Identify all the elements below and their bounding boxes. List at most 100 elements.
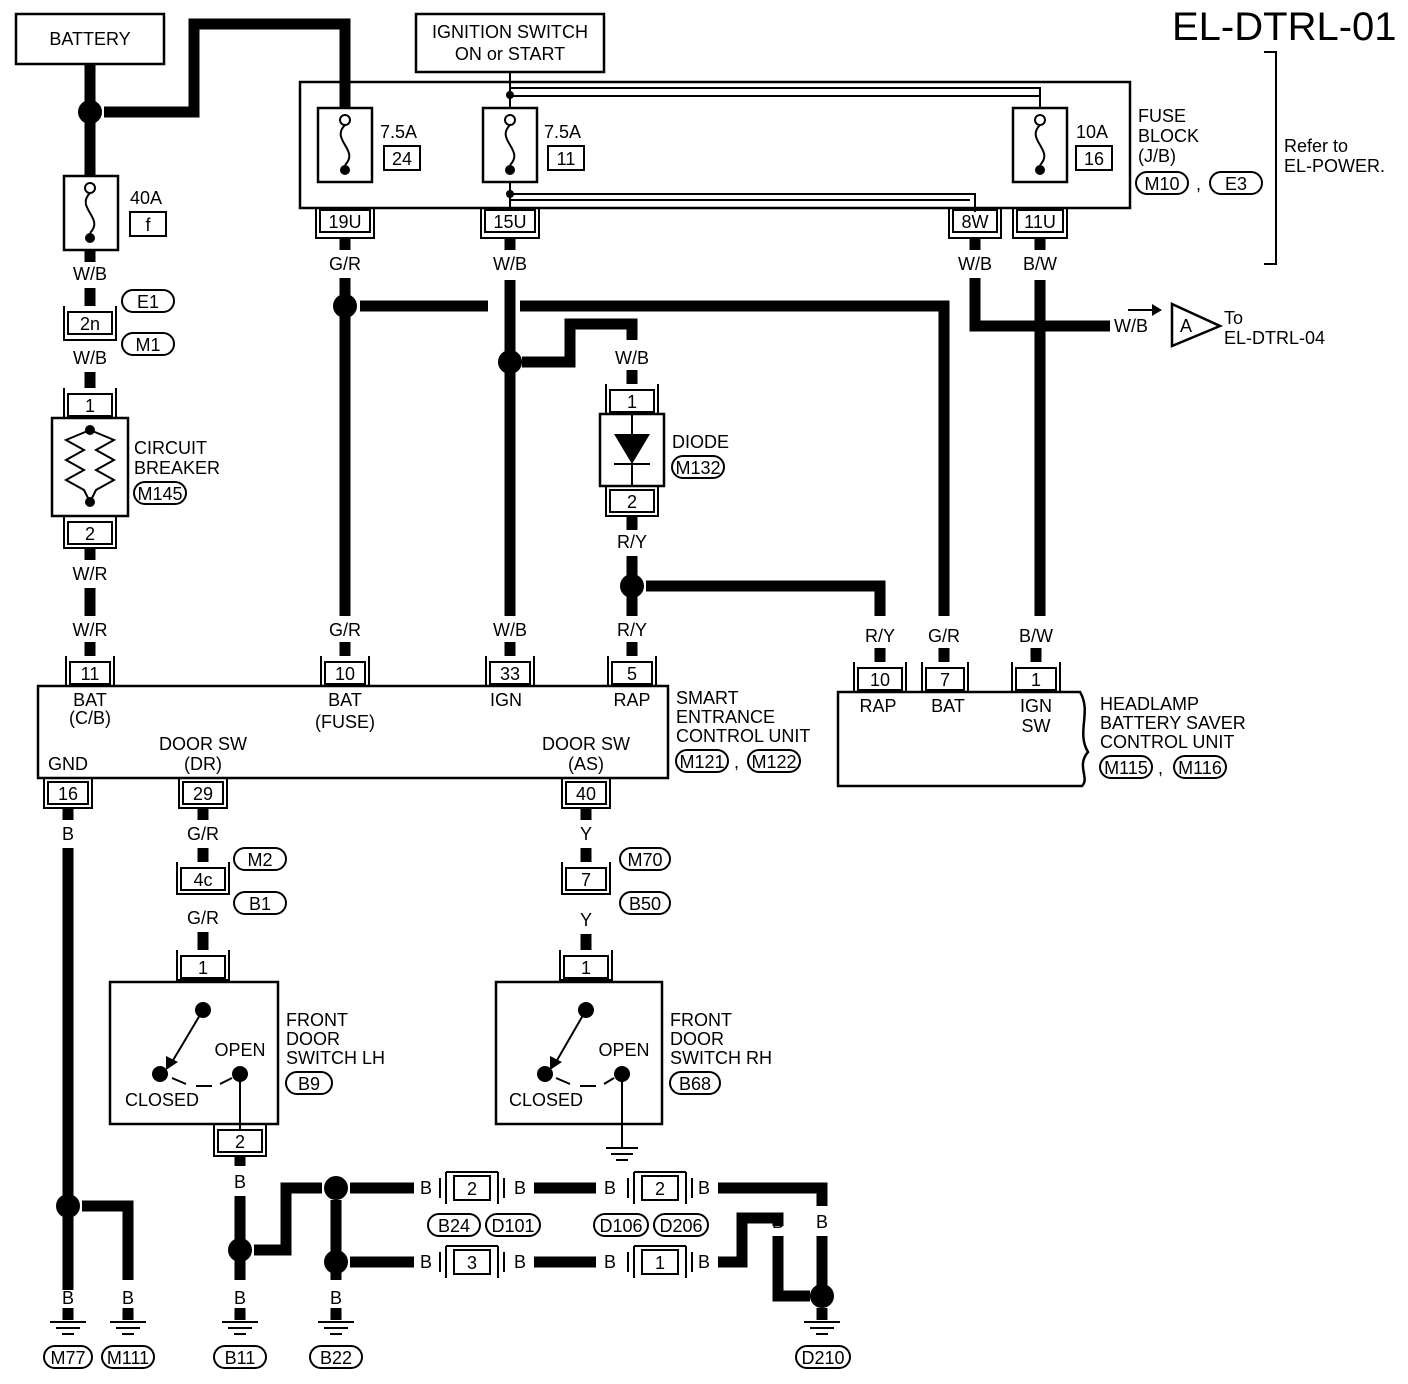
- wire-ry-headlamp: [646, 580, 886, 616]
- battery-label: BATTERY: [49, 29, 130, 49]
- wire-label-bw-1: B/W: [1023, 254, 1057, 274]
- ref-m1: M1: [135, 335, 160, 355]
- front-door-switch-lh: [108, 980, 280, 1126]
- switch-rh-name-1: FRONT: [670, 1010, 732, 1030]
- ref-m121: M121: [679, 752, 724, 772]
- switch-rh-open: OPEN: [598, 1040, 649, 1060]
- fuse-24-amp: 7.5A: [380, 122, 417, 142]
- wire-label-b-gnd: B: [62, 824, 74, 844]
- ref-b68: B68: [679, 1074, 711, 1094]
- svg-text:B: B: [816, 1212, 828, 1232]
- conn-b24-3: 3: [467, 1253, 477, 1273]
- cb-name-1: CIRCUIT: [134, 438, 207, 458]
- ground-b11: B11: [225, 1348, 256, 1368]
- secu-bat-cb: BAT: [73, 690, 107, 710]
- secu-pins-top: 11 10 33 5: [65, 656, 657, 687]
- headlamp-box: [836, 690, 1090, 788]
- svg-text:B: B: [698, 1252, 710, 1272]
- cb-name-2: BREAKER: [134, 458, 220, 478]
- fuse-16-num: 16: [1084, 149, 1104, 169]
- ref-b9: B9: [298, 1074, 320, 1094]
- ref-e1: E1: [137, 292, 159, 312]
- svg-text:11: 11: [81, 664, 100, 684]
- svg-text:B: B: [62, 1288, 74, 1308]
- secu-name-3: CONTROL UNIT: [676, 726, 810, 746]
- svg-text:10: 10: [870, 670, 890, 690]
- secu-bat-fuse: BAT: [328, 690, 362, 710]
- terminal-19u: 19U: [328, 212, 361, 232]
- wire-label-gr-1: G/R: [329, 254, 361, 274]
- fuse-block-ref-m10: M10: [1144, 174, 1179, 194]
- svg-text:B: B: [234, 1172, 246, 1192]
- ground-symbols: [50, 1321, 840, 1335]
- svg-text:B: B: [420, 1252, 432, 1272]
- ref-m115: M115: [1104, 758, 1148, 778]
- diode-pin-1: 1: [627, 392, 637, 412]
- ref-b24: B24: [438, 1216, 470, 1236]
- ref-d101: D101: [491, 1216, 534, 1236]
- secu-box: [36, 684, 670, 780]
- secu-pins-bottom: 16 29 40: [43, 778, 611, 809]
- svg-text:B: B: [234, 1288, 246, 1308]
- secu-ign: IGN: [490, 690, 522, 710]
- headlamp-rap: RAP: [859, 696, 896, 716]
- wire-label-wr-2: W/R: [73, 620, 108, 640]
- conn-d106-2: 2: [655, 1179, 665, 1199]
- wire-label-ry-3: R/Y: [865, 626, 895, 646]
- switch-lh-name-1: FRONT: [286, 1010, 348, 1030]
- wire-label-ry-1: R/Y: [617, 532, 647, 552]
- ground-d210: D210: [801, 1348, 844, 1368]
- connector-4c: 4c: [193, 870, 212, 890]
- secu-door-as: DOOR SW: [542, 734, 630, 754]
- ref-m145: M145: [137, 484, 182, 504]
- fuse-block-name-3: (J/B): [1138, 146, 1176, 166]
- ign-bus-top: [510, 87, 1041, 108]
- diode-name: DIODE: [672, 432, 729, 452]
- link-to: To: [1224, 308, 1243, 328]
- refer-to: Refer to: [1284, 136, 1348, 156]
- wire-label-wr-1: W/R: [73, 564, 108, 584]
- fuse-block-sep: ,: [1196, 174, 1201, 194]
- svg-text:B: B: [330, 1288, 342, 1308]
- wire-label-y-1: Y: [580, 824, 592, 844]
- svg-text:10: 10: [335, 664, 355, 684]
- headlamp-name-1: HEADLAMP: [1100, 694, 1199, 714]
- wire-wb-link-a: [969, 278, 1110, 332]
- fuse-11-num: 11: [557, 149, 576, 169]
- fuse-40a-amp: 40A: [130, 188, 162, 208]
- svg-text:16: 16: [58, 784, 78, 804]
- wire-label-wb-8w: W/B: [958, 254, 992, 274]
- cb-pin-2: 2: [85, 524, 95, 544]
- wire-label-wb-1: W/B: [73, 264, 107, 284]
- svg-text:B: B: [514, 1252, 526, 1272]
- diagram-title: EL-DTRL-01: [1172, 5, 1397, 49]
- svg-text:B: B: [604, 1252, 616, 1272]
- battery-box: [14, 12, 166, 66]
- headlamp-name-3: CONTROL UNIT: [1100, 732, 1234, 752]
- svg-text:B: B: [514, 1178, 526, 1198]
- switch-lh-open: OPEN: [214, 1040, 265, 1060]
- svg-text:B: B: [122, 1288, 134, 1308]
- headlamp-name-2: BATTERY SAVER: [1100, 713, 1246, 733]
- diode-pin-2: 2: [627, 492, 637, 512]
- secu-gnd: GND: [48, 754, 88, 774]
- front-door-switch-rh: [494, 980, 664, 1126]
- conn-d106-1: 1: [655, 1253, 665, 1273]
- svg-text:5: 5: [627, 664, 637, 684]
- secu-bat-cb-2: (C/B): [69, 708, 111, 728]
- refer-el-power: EL-POWER.: [1284, 156, 1385, 176]
- link-dest: EL-DTRL-04: [1224, 328, 1325, 348]
- wire-label-ry-2: R/Y: [617, 620, 647, 640]
- fuse-block-name-2: BLOCK: [1138, 126, 1199, 146]
- fuse-block-box: [298, 80, 1132, 210]
- cb-pin-1: 1: [85, 396, 95, 416]
- svg-text:B: B: [772, 1212, 784, 1232]
- wire-battery-fuse24: [104, 18, 351, 118]
- ref-m122: M122: [751, 752, 796, 772]
- ground-m77: M77: [50, 1348, 85, 1368]
- secu-name-2: ENTRANCE: [676, 707, 775, 727]
- connector-7: 7: [581, 870, 591, 890]
- secu-name-1: SMART: [676, 688, 739, 708]
- svg-text:,: ,: [1158, 758, 1163, 778]
- switch-rh-closed: CLOSED: [509, 1090, 583, 1110]
